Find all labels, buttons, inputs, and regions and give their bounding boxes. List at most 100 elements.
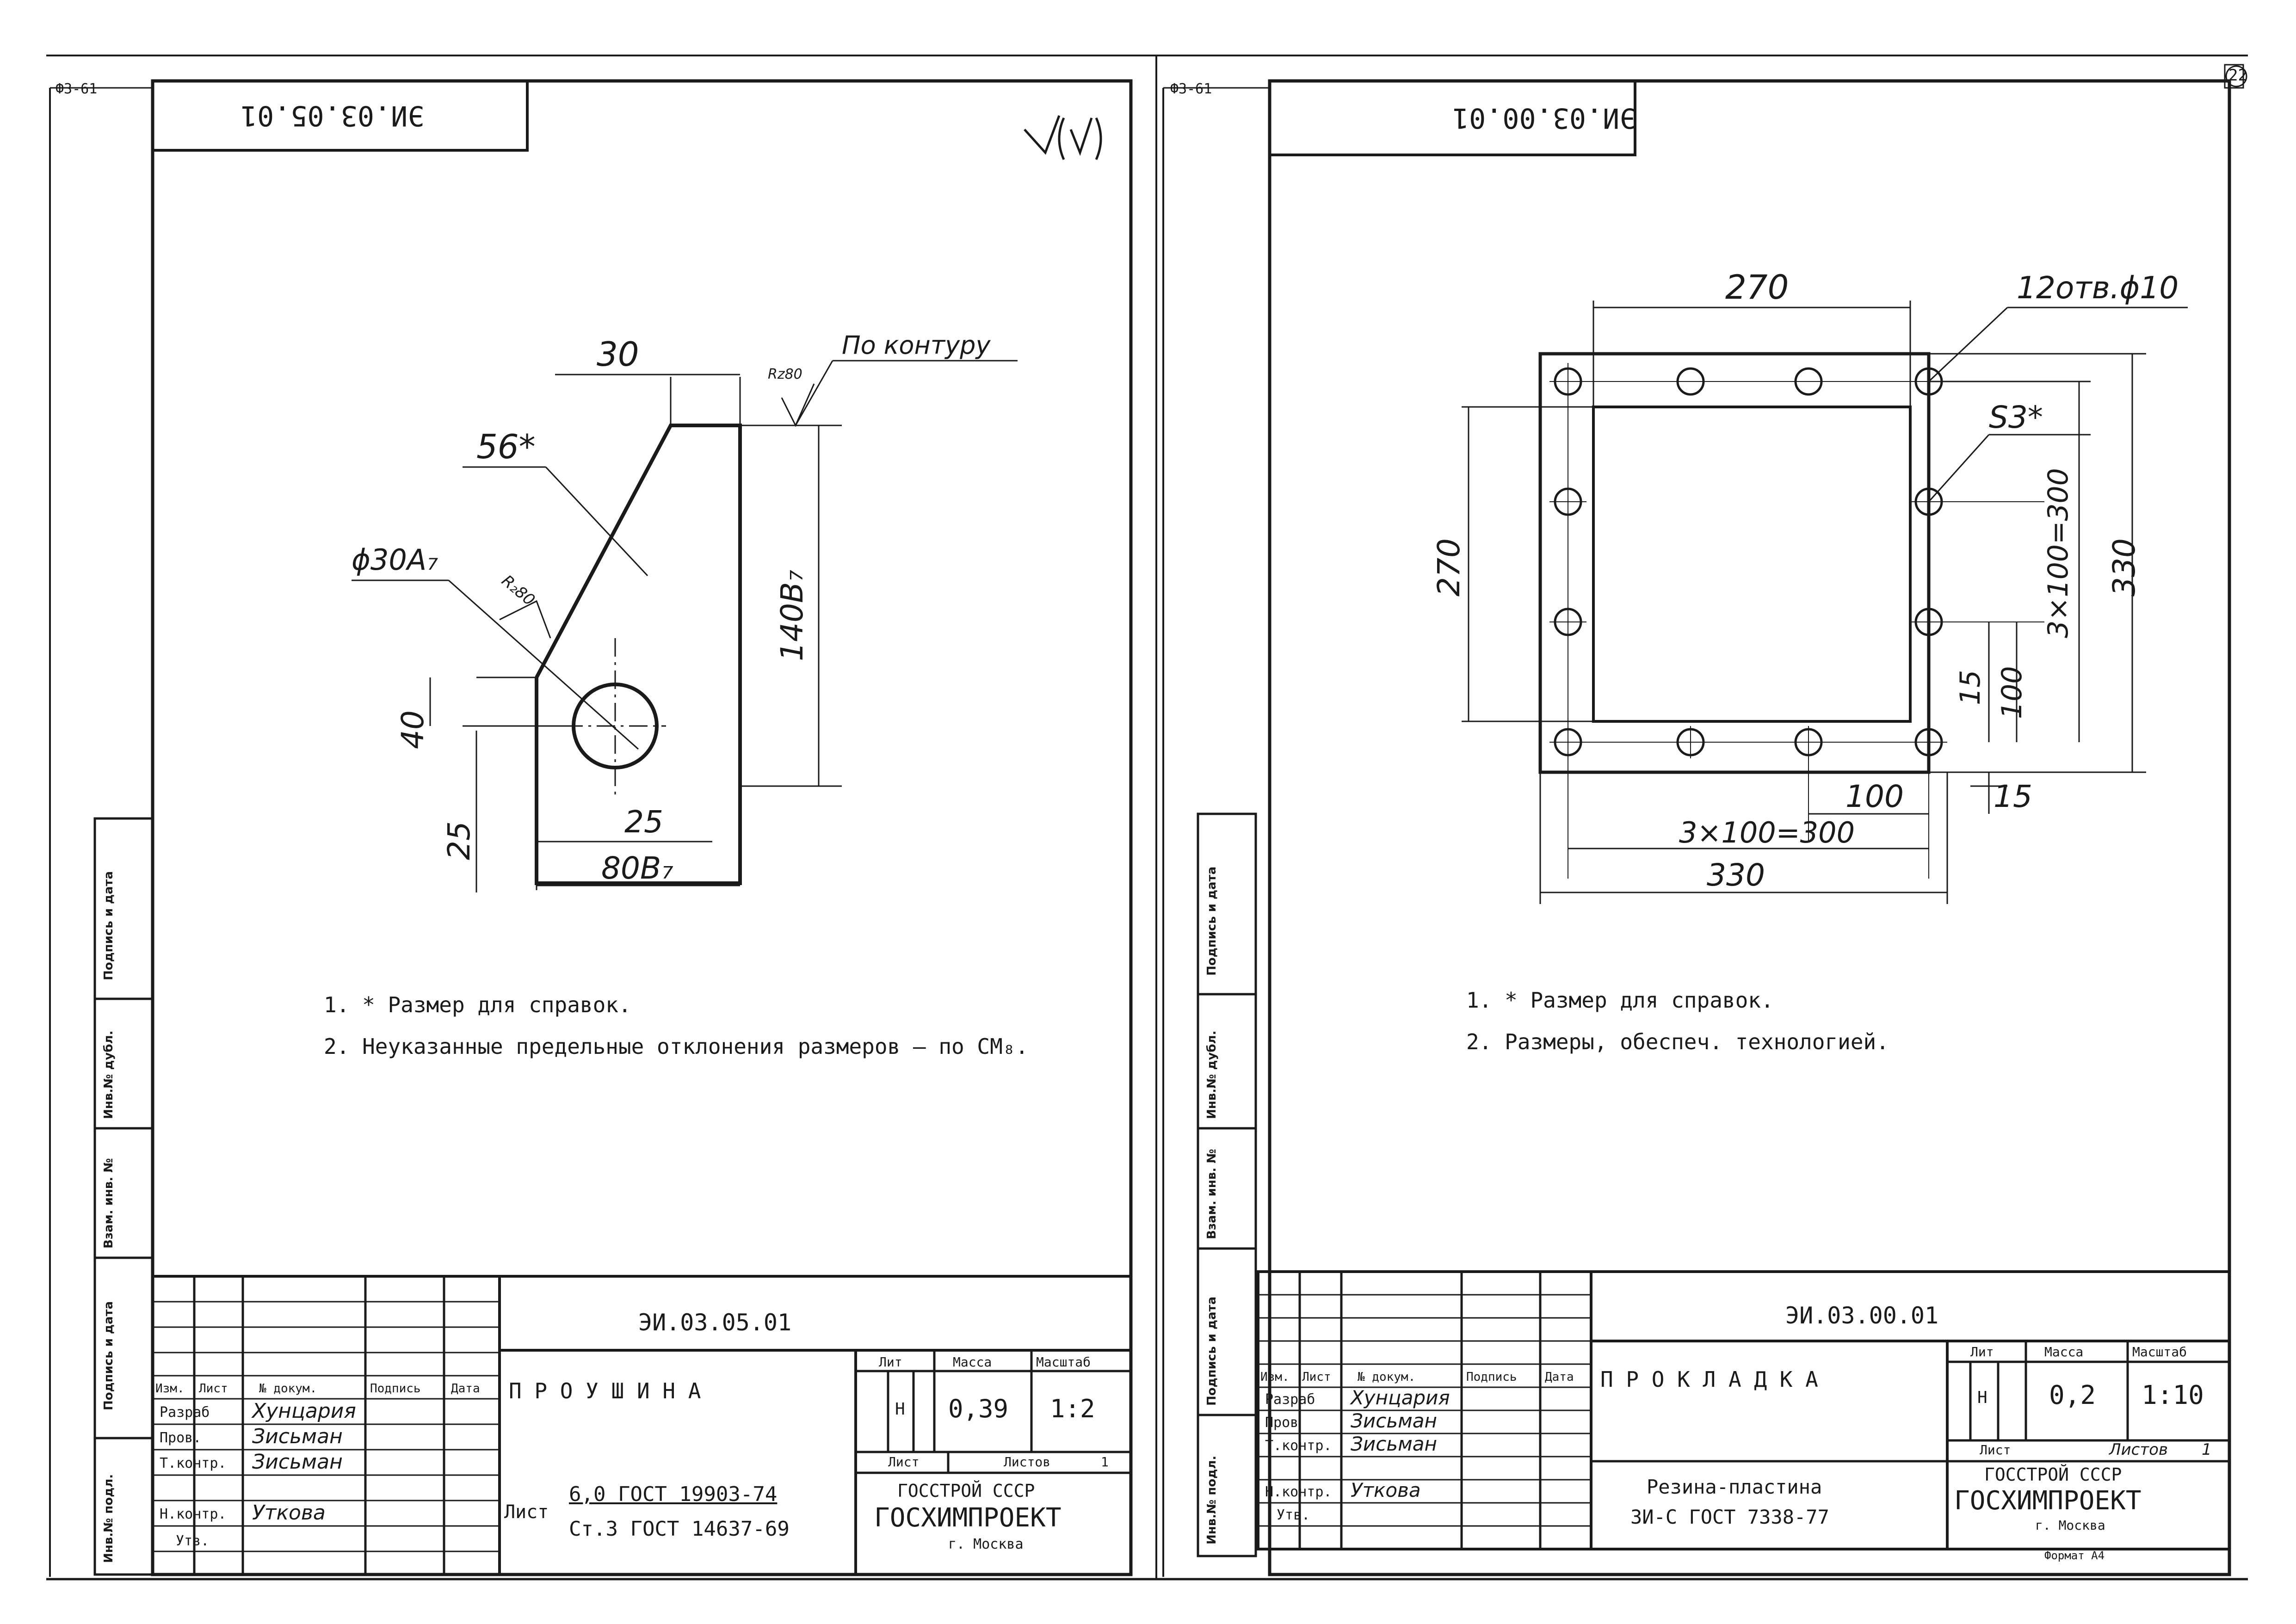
dim-bottom-330: 330: [1707, 857, 1765, 893]
right-scale-label: Масштаб: [2132, 1344, 2187, 1359]
left-scale: 1:2: [1050, 1394, 1095, 1423]
left-title-block: [151, 1275, 1132, 1576]
left-note-2: 2. Неуказанные предельные отклонения раз…: [324, 1034, 1029, 1059]
left-sheet-label: Лист: [888, 1454, 920, 1470]
left-name-5: Уткова: [252, 1501, 326, 1525]
right-top-code: ЭИ.03.00.01: [1452, 102, 1636, 134]
right-margin-label-4: Подпись и дата: [1205, 1296, 1219, 1406]
eye-plate-drawing: [352, 115, 1102, 892]
left-mass-label: Масса: [953, 1354, 992, 1370]
right-th-date: Дата: [1545, 1370, 1574, 1384]
left-th-date: Дата: [451, 1382, 480, 1396]
left-sheet-frame: [49, 79, 1133, 1577]
right-format-note: Формат А4: [2044, 1549, 2105, 1562]
right-th-izm: Изм.: [1260, 1370, 1290, 1384]
left-margin-label-3: Взам. инв. №: [102, 1158, 116, 1249]
page-number-circle: [2225, 65, 2247, 87]
right-city: г. Москва: [2035, 1518, 2105, 1533]
left-name-3: Зисьман: [252, 1450, 343, 1474]
right-th-list: Лист: [1302, 1370, 1331, 1384]
left-mass: 0,39: [948, 1394, 1009, 1423]
right-name-1: Хунцария: [1351, 1386, 1450, 1409]
right-org-2: ГОСХИМПРОЕКТ: [1954, 1486, 2142, 1516]
right-th-sign: Подпись: [1466, 1370, 1517, 1384]
dim-140: 140В₇: [774, 570, 810, 661]
left-material-line-2: Ст.3 ГОСТ 14637-69: [569, 1517, 790, 1541]
dim-right-330: 330: [2106, 538, 2142, 597]
left-org-2: ГОСХИМПРОЕКТ: [874, 1503, 1062, 1533]
dim-right-3x100: 3×100=300: [2042, 468, 2074, 638]
left-material-line-1: 6,0 ГОСТ 19903-74: [569, 1483, 778, 1506]
contour-rz: Rz80: [768, 366, 802, 382]
right-scale: 1:10: [2142, 1380, 2204, 1410]
left-role-3: Т.контр.: [160, 1455, 227, 1471]
right-sheet-label: Лист: [1980, 1442, 2011, 1458]
right-role-5: Н.контр.: [1265, 1484, 1332, 1500]
right-material-line-1: Резина-пластина: [1647, 1476, 1822, 1498]
right-th-doc: № докум.: [1358, 1370, 1416, 1384]
left-margin-label-1: Подпись и дата: [102, 871, 116, 980]
right-lit: Н: [1977, 1388, 1987, 1407]
gasket-drawing: [1462, 301, 2188, 904]
left-city: г. Москва: [948, 1536, 1024, 1552]
right-lit-label: Лит: [1970, 1344, 1994, 1359]
right-role-1: Разраб: [1265, 1391, 1315, 1408]
right-role-6: Утв.: [1277, 1507, 1310, 1523]
left-role-5: Н.контр.: [160, 1506, 227, 1522]
left-top-code: ЭИ.03.05.01: [241, 99, 425, 132]
left-role-2: Пров.: [160, 1430, 202, 1446]
left-role-1: Разраб: [160, 1404, 210, 1421]
right-role-2: Пров: [1265, 1415, 1299, 1431]
right-format-label: Ф3-61: [1170, 81, 1212, 97]
left-format-label: Ф3-61: [56, 81, 98, 97]
right-org-1: ГОССТРОЙ СССР: [1984, 1464, 2122, 1485]
right-margin-label-1: Подпись и дата: [1205, 866, 1219, 976]
left-th-list: Лист: [199, 1382, 228, 1396]
left-part-name: П Р О У Ш И Н А: [509, 1378, 701, 1403]
dim-25-horizontal: 25: [624, 804, 663, 840]
dim-56: 56*: [476, 427, 536, 466]
right-part-name: П Р О К Л А Д К А: [1600, 1367, 1818, 1392]
dim-30: 30: [597, 335, 639, 374]
right-role-3: Т.контр.: [1265, 1438, 1332, 1454]
dim-25-vertical: 25: [441, 821, 477, 860]
right-name-5: Уткова: [1351, 1479, 1421, 1501]
left-th-doc: № докум.: [259, 1382, 317, 1396]
left-name-2: Зисьман: [252, 1425, 343, 1448]
left-th-izm: Изм.: [155, 1382, 185, 1396]
left-scale-label: Масштаб: [1036, 1354, 1091, 1370]
page-number: 22: [2228, 66, 2247, 85]
dim-80: 80В₇: [601, 850, 673, 886]
right-mass-label: Масса: [2044, 1344, 2084, 1359]
left-th-sign: Подпись: [370, 1382, 421, 1396]
dim-40: 40: [395, 710, 431, 749]
dim-right-100: 100: [1996, 666, 2028, 719]
right-top-code-box: [1268, 80, 1636, 156]
left-sheets-label: Листов: [1004, 1454, 1051, 1470]
left-note-1: 1. * Размер для справок.: [324, 992, 631, 1017]
left-material-prefix: Лист: [504, 1501, 549, 1523]
dim-bottom-15: 15: [1994, 779, 2032, 814]
left-lit: Н: [895, 1400, 905, 1419]
dim-top-270: 270: [1725, 268, 1789, 307]
left-top-code-box: [151, 80, 529, 152]
left-margin-label-2: Инв.№ дубл.: [102, 1030, 116, 1119]
right-sheet-frame: [1162, 64, 2247, 1577]
right-name-3: Зисьман: [1351, 1433, 1437, 1455]
right-material-line-2: ЗИ-С ГОСТ 7338-77: [1630, 1506, 1829, 1528]
dim-bottom-3x100: 3×100=300: [1679, 816, 1855, 849]
dim-left-270: 270: [1431, 538, 1467, 597]
left-role-6: Утв.: [176, 1533, 210, 1549]
right-mass: 0,2: [2049, 1380, 2096, 1410]
holes-label: 12отв.ϕ10: [2017, 270, 2179, 306]
right-margin-label-3: Взам. инв. №: [1205, 1149, 1219, 1240]
right-name-2: Зисьман: [1351, 1409, 1437, 1432]
right-margin-label-2: Инв.№ дубл.: [1205, 1030, 1219, 1119]
thickness-label: S3*: [1989, 400, 2043, 435]
left-margin-label-4: Подпись и дата: [102, 1301, 116, 1410]
left-margin-label-5: Инв.№ подл.: [102, 1474, 116, 1563]
dim-phi30: ϕ30A₇: [352, 543, 438, 577]
right-sheets: 1: [2202, 1440, 2212, 1459]
left-doc-code: ЭИ.03.05.01: [638, 1309, 792, 1336]
